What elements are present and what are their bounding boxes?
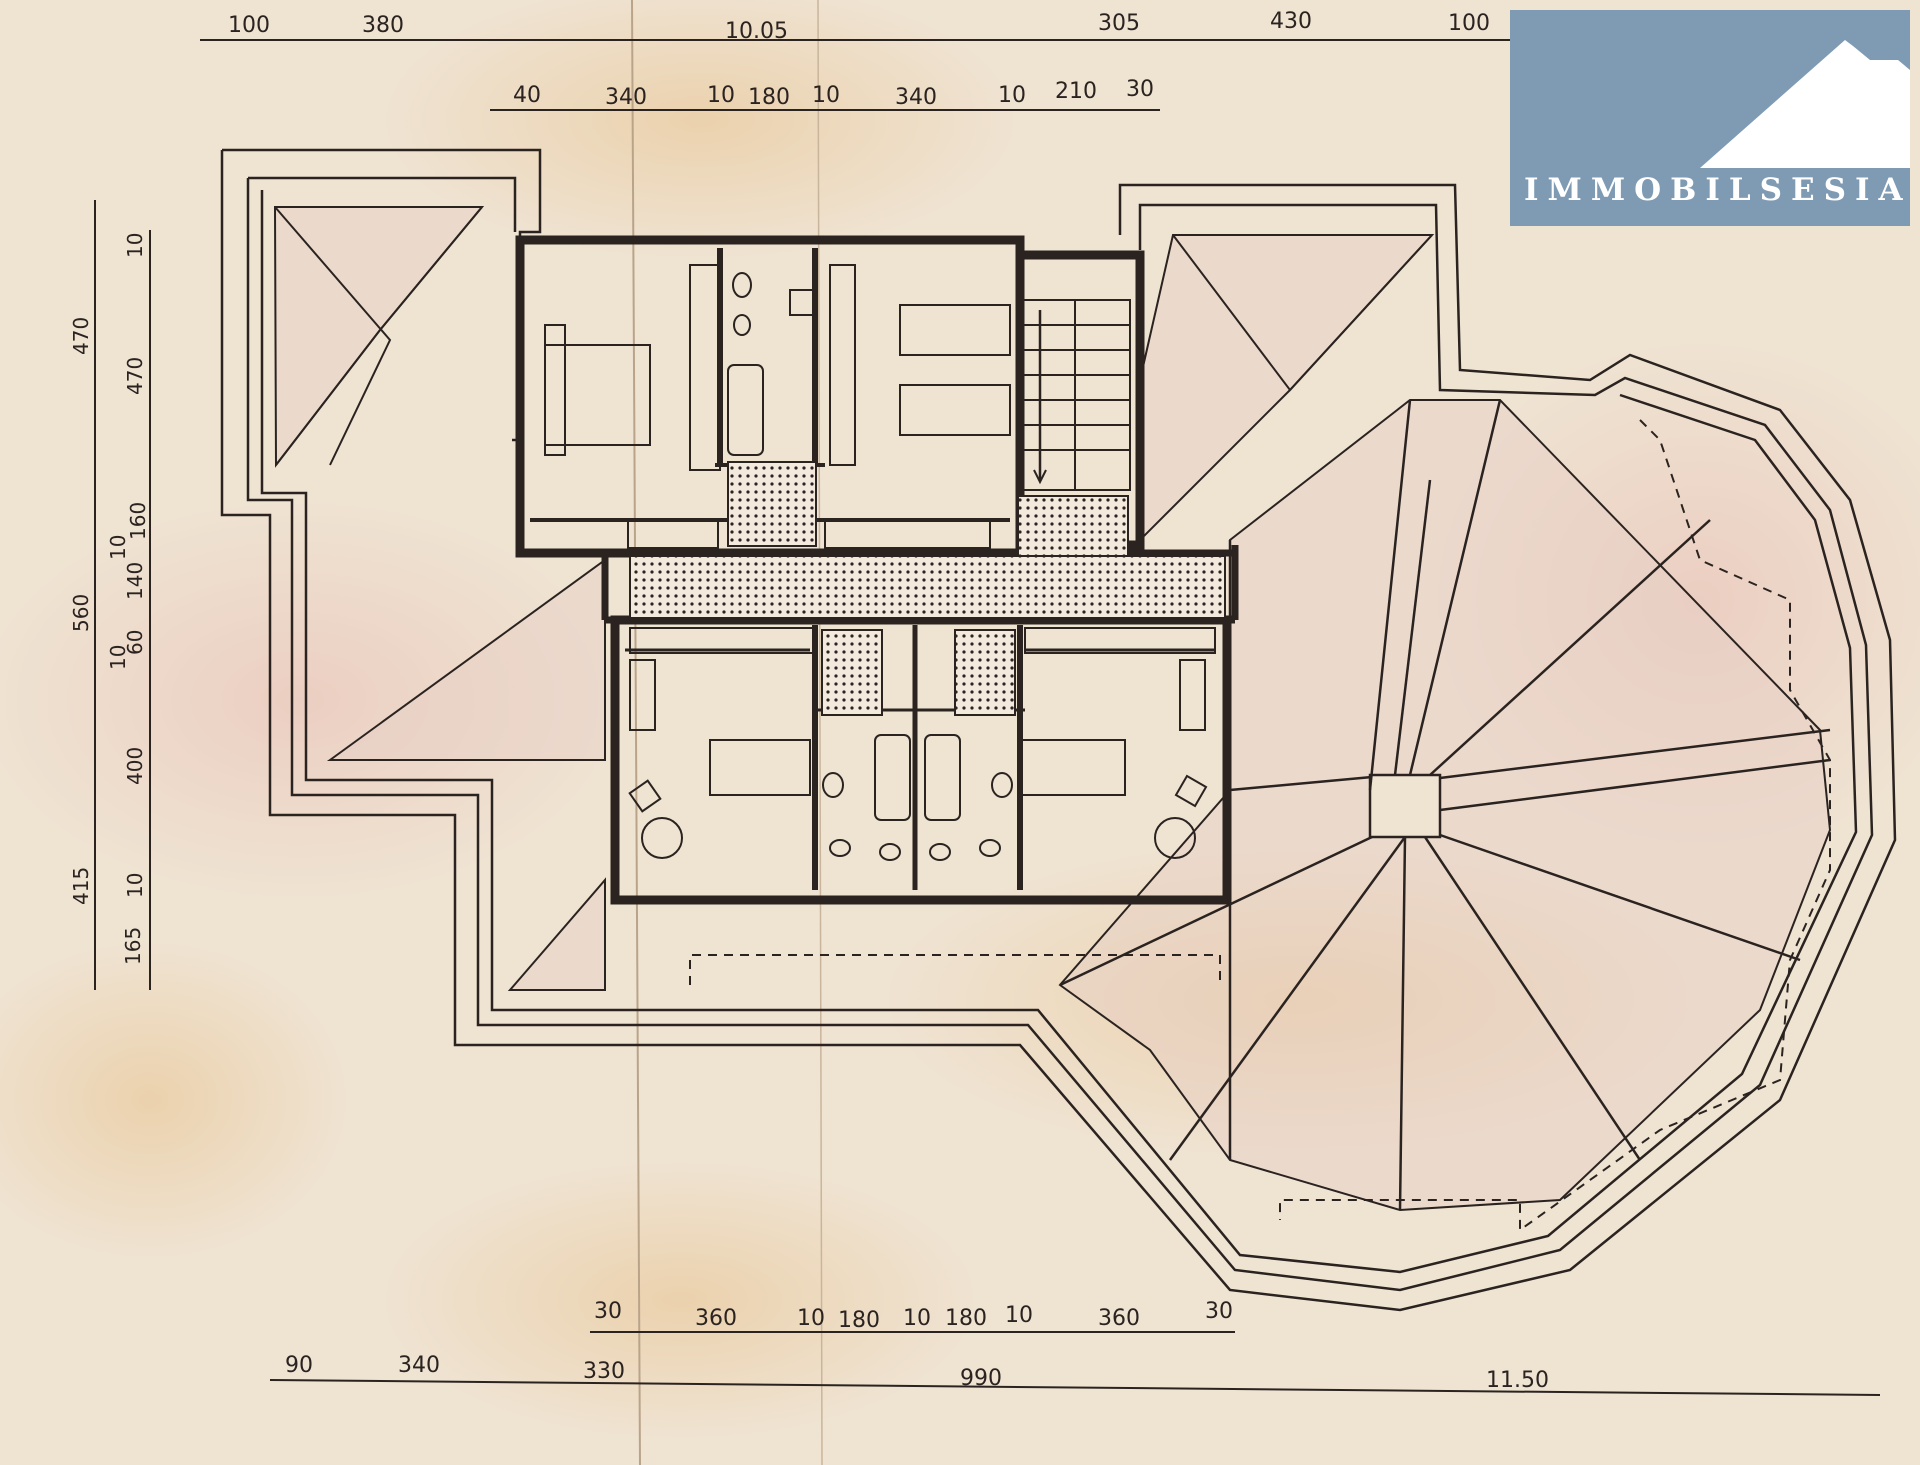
house-roof-icon — [1700, 40, 1910, 168]
dim-label: 10 — [812, 83, 840, 108]
dashed-gutter — [689, 419, 1831, 1232]
dim-label: 40 — [513, 83, 541, 108]
dimensions-bottom-inner: 30 360 10 180 10 180 10 360 30 — [594, 1299, 1233, 1333]
dimensions-bottom-outer: 90 340 330 990 11.50 — [285, 1353, 1549, 1393]
roof-slopes — [273, 206, 1832, 1212]
dim-label: 470 — [69, 317, 93, 355]
dim-label: 30 — [1205, 1299, 1233, 1324]
dim-label: 180 — [838, 1308, 880, 1333]
brand-logo: IMMOBILSESIA — [1510, 10, 1910, 226]
dim-label: 10 — [1005, 1303, 1033, 1328]
dim-label: 90 — [285, 1353, 313, 1378]
brand-name: IMMOBILSESIA — [1524, 172, 1910, 208]
dim-label: 470 — [123, 357, 147, 395]
dim-label: 100 — [1448, 11, 1490, 36]
dim-label: 990 — [960, 1366, 1002, 1391]
dim-label: 210 — [1055, 79, 1097, 104]
dim-label: 10 — [123, 873, 147, 898]
dim-label: 10 — [106, 645, 130, 670]
dim-label: 180 — [945, 1306, 987, 1331]
dimensions-top-inner: 40 340 10 180 10 340 10 210 30 — [513, 77, 1154, 110]
dim-label: 360 — [1098, 1306, 1140, 1331]
dim-label: 30 — [594, 1299, 622, 1324]
dimension-lines — [94, 39, 1881, 1396]
dimensions-left-inner: 10 470 160 10 140 10 60 400 10 — [106, 233, 150, 898]
dimensions-left-outer: 470 560 415 165 — [69, 317, 145, 965]
dim-label: 305 — [1098, 11, 1140, 36]
dim-label: 10 — [903, 1306, 931, 1331]
dim-label: 560 — [69, 594, 93, 632]
furniture — [544, 264, 1216, 861]
dim-label: 10 — [707, 83, 735, 108]
dim-label: 400 — [123, 747, 147, 785]
dim-label: 10.05 — [725, 19, 788, 44]
staircase — [1019, 299, 1131, 491]
dim-label: 160 — [126, 502, 150, 540]
dim-label: 340 — [895, 85, 937, 110]
dim-label: 380 — [362, 13, 404, 38]
dim-label: 60 — [123, 630, 147, 655]
dim-label: 11.50 — [1486, 1368, 1549, 1393]
dimensions-top-outer: 100 380 10.05 305 430 100 — [228, 9, 1490, 44]
dim-label: 340 — [605, 85, 647, 110]
dim-label: 100 — [228, 13, 270, 38]
dim-label: 340 — [398, 1353, 440, 1378]
dim-label: 330 — [583, 1359, 625, 1384]
dim-label: 165 — [121, 927, 145, 965]
dim-label: 10 — [123, 233, 147, 258]
dim-label: 30 — [1126, 77, 1154, 102]
dim-label: 360 — [695, 1306, 737, 1331]
dim-label: 10 — [998, 83, 1026, 108]
hallway-hatch — [629, 461, 1226, 716]
dim-label: 180 — [748, 85, 790, 110]
dim-label: 415 — [69, 867, 93, 905]
dim-label: 10 — [106, 535, 130, 560]
dim-label: 140 — [123, 562, 147, 600]
dim-label: 10 — [797, 1306, 825, 1331]
dim-label: 430 — [1270, 9, 1312, 34]
